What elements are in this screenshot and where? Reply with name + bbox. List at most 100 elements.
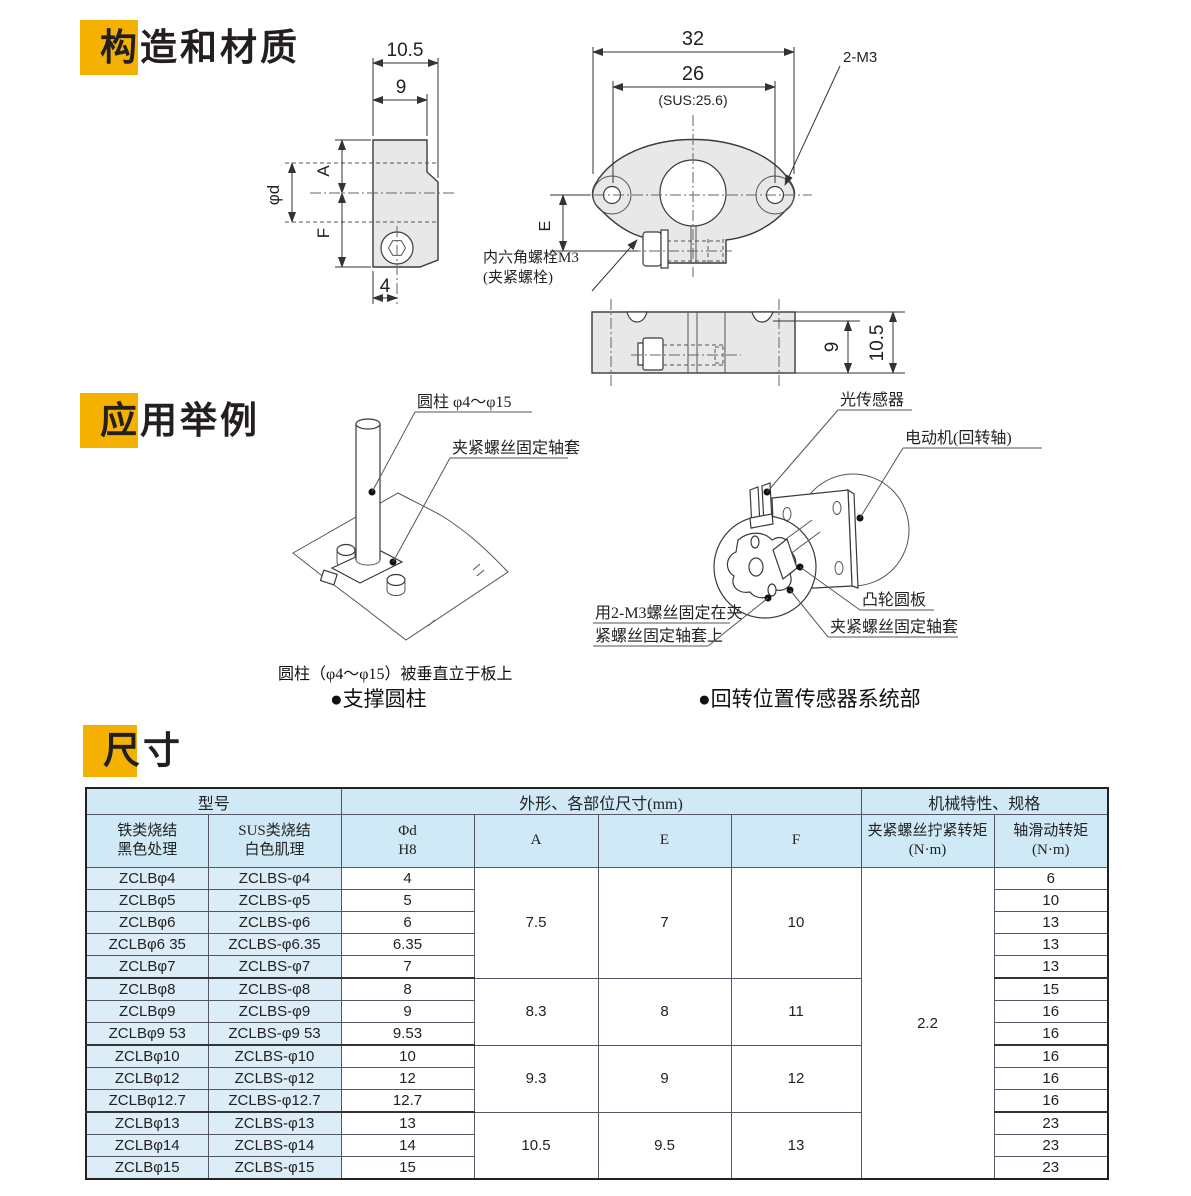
bottom-view-dimensions: 9 10.5	[773, 311, 905, 374]
cell-model-sus: ZCLBS-φ13	[207, 1111, 342, 1135]
label-hex-bolt-line1: 内六角螺栓M3	[483, 249, 579, 266]
cell-slide-torque: 16	[993, 1067, 1109, 1090]
dim-4: 4	[380, 276, 391, 297]
dim-26: 26	[682, 63, 704, 85]
col-header-a: A	[473, 814, 599, 868]
cell-model-iron: ZCLBφ13	[85, 1111, 209, 1135]
cell-model-iron: ZCLBφ6	[85, 911, 209, 934]
label-screws-line2: 紧螺丝固定轴套上	[595, 627, 723, 645]
cell-bore-diameter: 9	[340, 1000, 475, 1023]
dim-e: E	[537, 221, 554, 232]
cell-slide-torque: 16	[993, 1022, 1109, 1046]
cell-dim-a: 10.5	[473, 1111, 599, 1180]
accent-block	[80, 393, 138, 448]
cell-model-iron: ZCLBφ10	[85, 1044, 209, 1068]
label-hex-bolt-line2: (夹紧螺栓)	[483, 269, 553, 286]
cell-model-iron: ZCLBφ6 35	[85, 933, 209, 956]
cell-dim-f: 13	[730, 1111, 862, 1180]
front-view-drawing: 32 26 (SUS:25.6) 2-M3 E 内六角螺栓M3 (夹紧螺栓)	[483, 28, 877, 292]
label-sensor: 光传感器	[840, 391, 904, 409]
cell-model-iron: ZCLBφ15	[85, 1156, 209, 1180]
label-cylinder: 圆柱 φ4～φ15	[417, 393, 511, 411]
cell-model-sus: ZCLBS-φ7	[207, 955, 342, 979]
table-group-header-row: 型号 外形、各部位尺寸(mm) 机械特性、规格	[85, 787, 1109, 815]
cell-dim-f: 12	[730, 1044, 862, 1113]
example-left-bullet: ●支撑圆柱	[330, 687, 427, 711]
bottom-view-body	[591, 299, 796, 387]
example-left-caption: 圆柱（φ4～φ15）被垂直立于板上	[278, 666, 513, 683]
cell-bore-diameter: 6	[340, 911, 475, 934]
col-header-e: E	[597, 814, 732, 868]
table-column-header-row: 铁类烧结 黑色处理 SUS类烧结 白色肌理 Φd H8 A E F 夹紧螺丝拧紧…	[85, 814, 1109, 868]
cell-slide-torque: 23	[993, 1134, 1109, 1157]
cell-model-iron: ZCLBφ5	[85, 889, 209, 912]
side-view-body	[285, 139, 455, 304]
cell-slide-torque: 15	[993, 977, 1109, 1001]
label-motor: 电动机(回转轴)	[905, 429, 1012, 447]
accent-block	[80, 20, 138, 75]
section-title-text: 构造和材质	[100, 27, 300, 68]
cell-model-sus: ZCLBS-φ8	[207, 977, 342, 1001]
label-cam: 凸轮圆板	[862, 591, 926, 609]
dim-f: F	[314, 228, 333, 238]
collar-illustration	[319, 543, 406, 596]
example-leaders: 圆柱 φ4～φ15 夹紧螺丝固定轴套	[368, 393, 580, 566]
cell-model-iron: ZCLBφ7	[85, 955, 209, 979]
cell-model-sus: ZCLBS-φ10	[207, 1044, 342, 1068]
dim-phid: φd	[264, 185, 283, 205]
cell-slide-torque: 23	[993, 1156, 1109, 1180]
cell-dim-e: 8	[597, 977, 732, 1046]
cell-model-iron: ZCLBφ14	[85, 1134, 209, 1157]
cell-model-sus: ZCLBS-φ9	[207, 1000, 342, 1023]
dimensions-table: 型号 外形、各部位尺寸(mm) 机械特性、规格 铁类烧结 黑色处理 SUS类烧结…	[85, 787, 1110, 1180]
cell-slide-torque: 13	[993, 955, 1109, 979]
example-rotary-sensor: 光传感器 电动机(回转轴) 凸轮圆板 夹紧螺丝固定轴套 用2-M3螺丝固定在夹 …	[593, 391, 1042, 647]
cell-bore-diameter: 7	[340, 955, 475, 979]
cell-model-iron: ZCLBφ8	[85, 977, 209, 1001]
col-header-sus: SUS类烧结 白色肌理	[207, 814, 342, 868]
plate-illustration	[292, 492, 509, 641]
cell-slide-torque: 6	[993, 867, 1109, 890]
col-header-f: F	[730, 814, 862, 868]
cell-model-sus: ZCLBS-φ6.35	[207, 933, 342, 956]
cell-model-sus: ZCLBS-φ6	[207, 911, 342, 934]
example-support-cylinder: 圆柱 φ4～φ15 夹紧螺丝固定轴套	[292, 393, 580, 641]
cell-clamp-torque: 2.2	[860, 867, 995, 1180]
cell-dim-e: 7	[597, 867, 732, 979]
dim-a: A	[314, 165, 333, 177]
dim-9-depth: 9	[822, 342, 843, 353]
section-title-text: 应用举例	[100, 400, 260, 441]
cell-dim-a: 7.5	[473, 867, 599, 979]
cell-bore-diameter: 12	[340, 1067, 475, 1090]
col-header-phid: Φd H8	[340, 814, 475, 868]
cell-model-iron: ZCLBφ12	[85, 1067, 209, 1090]
cell-bore-diameter: 5	[340, 889, 475, 912]
cell-bore-diameter: 15	[340, 1156, 475, 1180]
cell-dim-f: 10	[730, 867, 862, 979]
cell-model-sus: ZCLBS-φ15	[207, 1156, 342, 1180]
col-header-clamp-torque: 夹紧螺丝拧紧转矩 (N·m)	[860, 814, 995, 868]
section-title-text: 尺寸	[103, 730, 183, 771]
label-screws-line1: 用2-M3螺丝固定在夹	[595, 604, 743, 622]
front-view-dimensions: 32 26 (SUS:25.6) 2-M3 E 内六角螺栓M3 (夹紧螺栓)	[483, 28, 877, 292]
col-header-slide-torque: 轴滑动转矩 (N·m)	[993, 814, 1109, 868]
group-header-model: 型号	[85, 787, 342, 815]
group-header-outline: 外形、各部位尺寸(mm)	[340, 787, 862, 815]
dim-10-5-height: 10.5	[867, 325, 888, 362]
cell-slide-torque: 10	[993, 889, 1109, 912]
cell-dim-f: 11	[730, 977, 862, 1046]
side-view-drawing: 10.5 9 A φd F 4	[264, 40, 455, 304]
cell-slide-torque: 16	[993, 1089, 1109, 1113]
cell-bore-diameter: 14	[340, 1134, 475, 1157]
